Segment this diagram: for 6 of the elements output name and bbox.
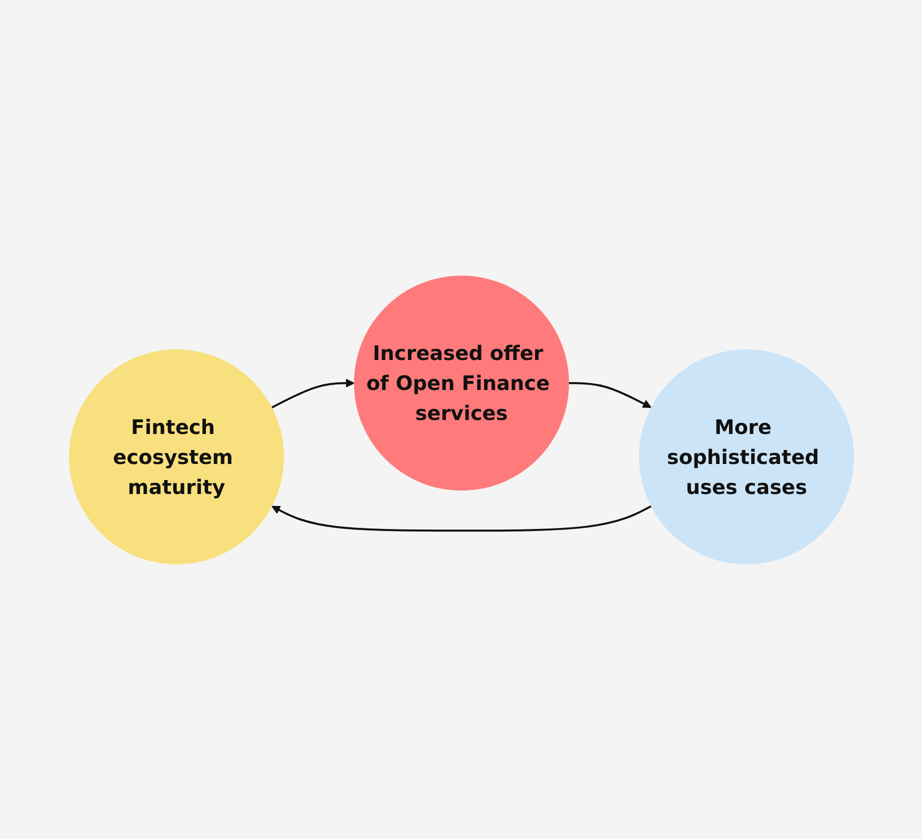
node-circle: More sophisticated uses cases	[638, 348, 854, 564]
arrow	[271, 378, 354, 408]
arrow	[271, 504, 651, 532]
node-circle: Fintech ecosystem maturity	[68, 348, 284, 564]
node-circle: Increased offer of Open Finance services	[354, 275, 568, 490]
arrow	[568, 382, 651, 408]
